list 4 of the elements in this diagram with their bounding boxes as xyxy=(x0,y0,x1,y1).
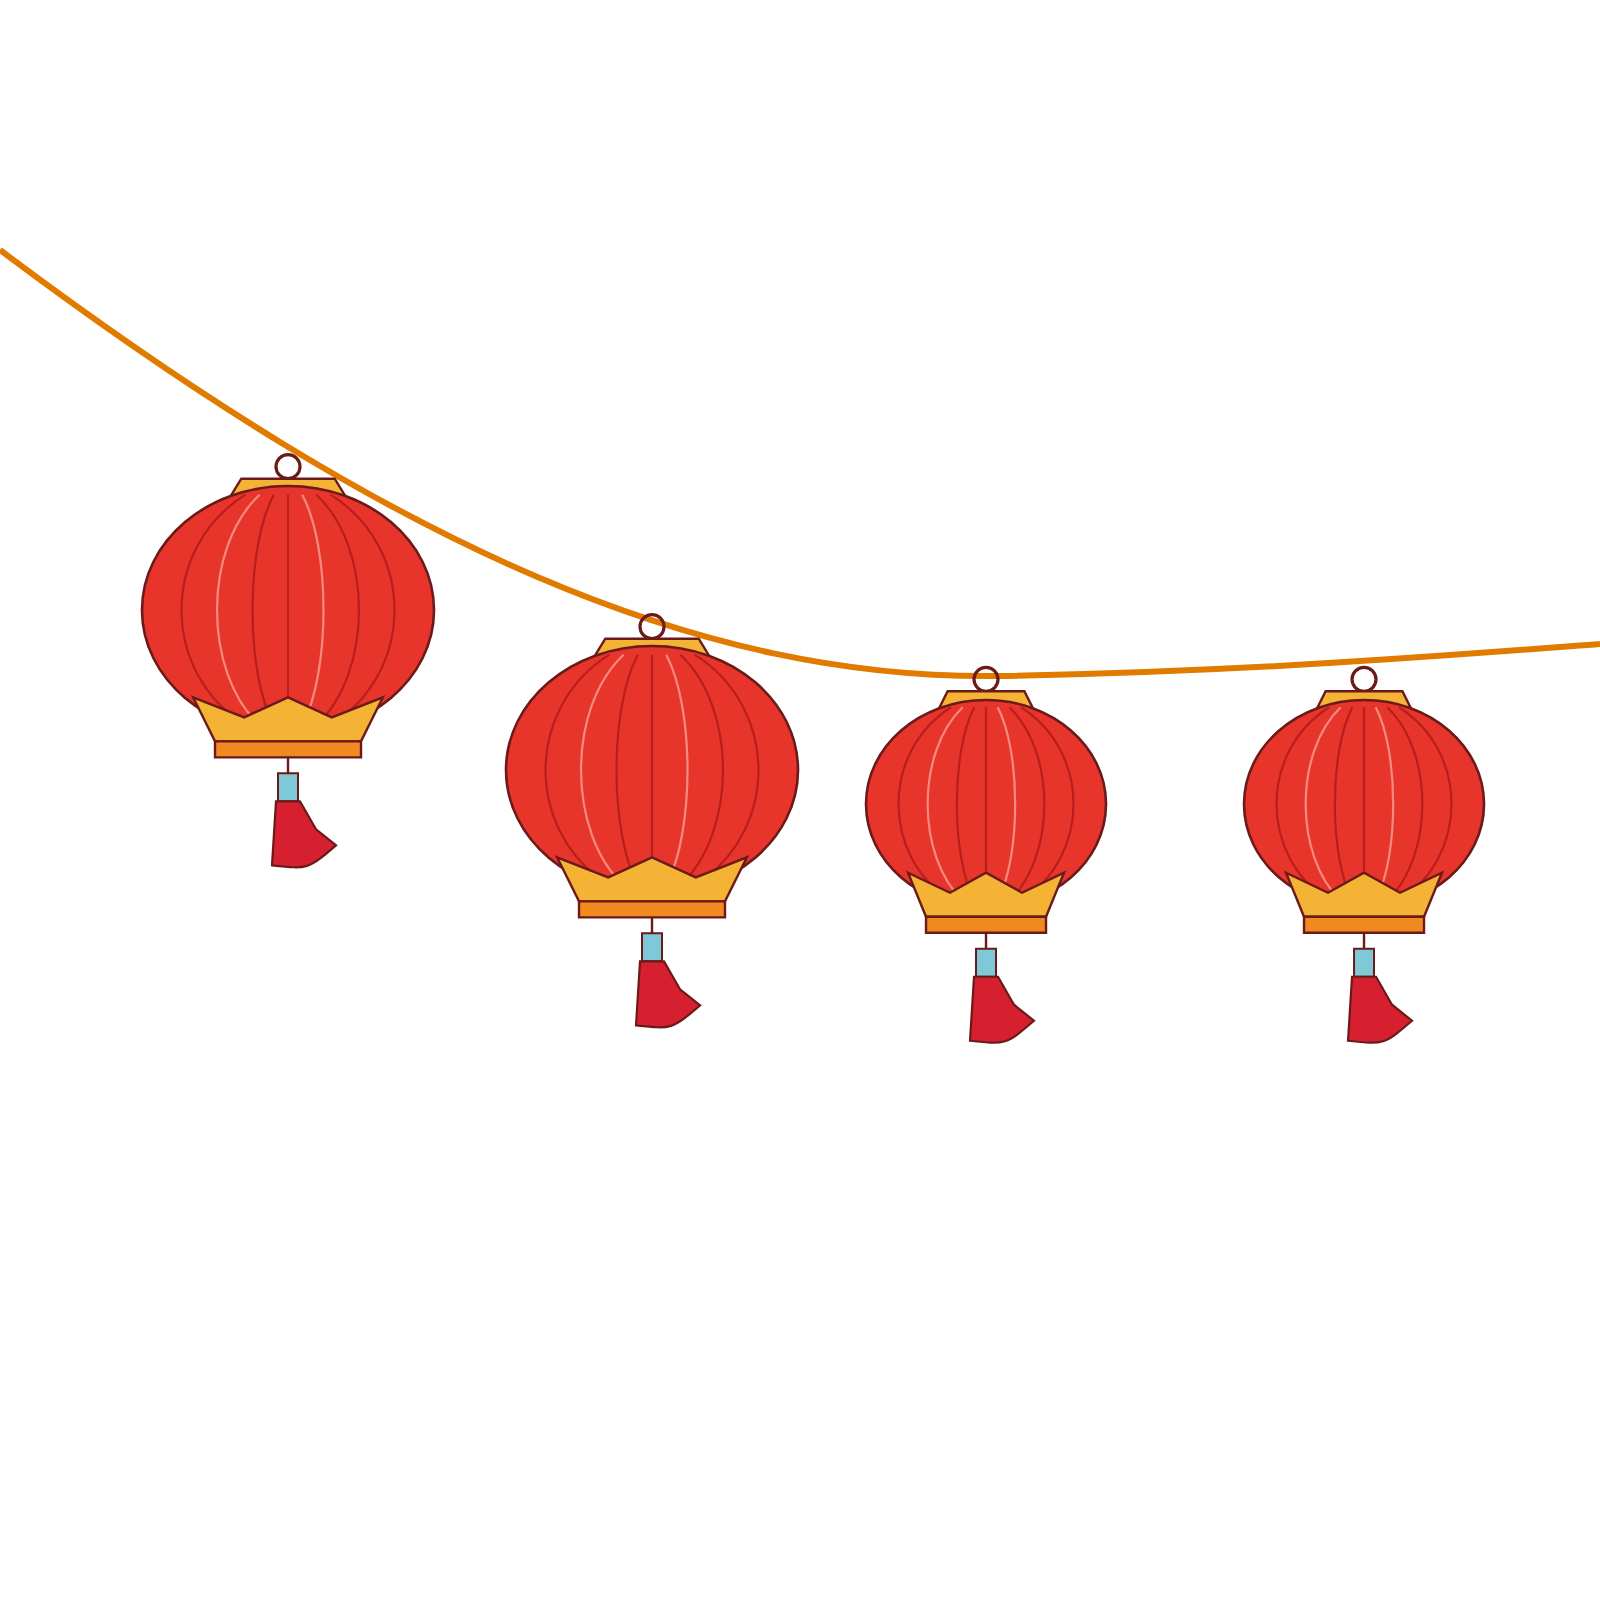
lantern-drawing xyxy=(140,453,436,869)
lantern-drawing xyxy=(504,613,800,1029)
lantern-drawing xyxy=(864,665,1108,1044)
lantern-drawing xyxy=(1242,665,1486,1044)
